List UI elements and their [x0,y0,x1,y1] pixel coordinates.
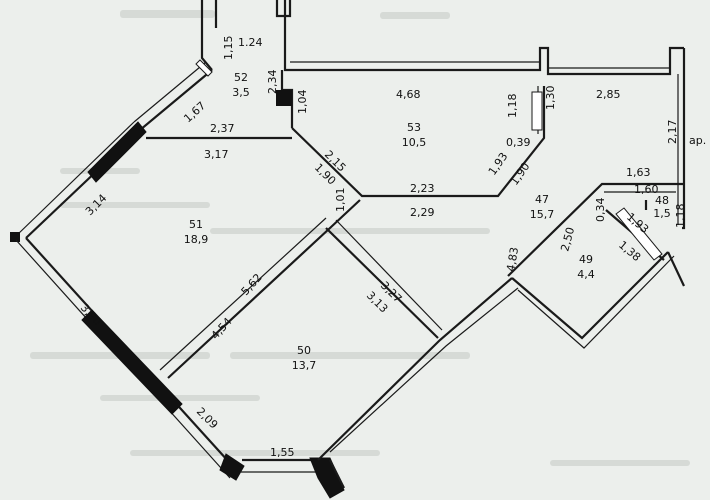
dim-1-18-a: 1,18 [506,94,519,119]
dim-2-29: 2,29 [410,206,435,219]
dim-1-24: 1.24 [238,36,263,49]
dim-1-67: 1,67 [181,99,208,125]
room-52-number: 52 [234,71,248,84]
dim-1-01: 1,01 [334,188,347,213]
dim-1-15: 1,15 [222,36,235,61]
dim-1-63: 1,63 [626,166,651,179]
dim-1-90-b: 1,90 [508,160,533,188]
dim-4-83: 4,83 [504,246,521,272]
dim-2-34: 2,34 [266,70,279,95]
room-53-number: 53 [407,121,421,134]
dim-1-93: 1,93 [486,150,511,178]
room-49-area: 4,4 [577,268,595,281]
dim-2-37: 2,37 [210,122,235,135]
background-ghost-text [30,10,690,466]
dim-3-17: 3,17 [204,148,229,161]
room-50-number: 50 [297,344,311,357]
dim-5-62: 5,62 [239,271,265,298]
dim-0-39: 0,39 [506,136,531,149]
dim-1-55: 1,55 [270,446,295,459]
room-labels: 52 3,5 53 10,5 51 18,9 47 15,7 48 1,5 49… [184,71,671,372]
dim-1-18-b: 1,18 [674,204,687,229]
outer-walls [10,0,686,499]
dim-ap: ap. [689,134,706,147]
room-51-area: 18,9 [184,233,209,246]
dim-0-34: 0,34 [594,198,607,223]
room-48-area: 1,5 [653,207,671,220]
interior-walls [146,70,685,461]
dim-2-17: 2,17 [666,120,679,145]
dim-1-30: 1,30 [544,86,557,111]
dim-4-68: 4,68 [396,88,421,101]
room-53-area: 10,5 [402,136,427,149]
room-52-area: 3,5 [232,86,250,99]
dim-2-23: 2,23 [410,182,435,195]
dim-2-50: 2,50 [558,226,577,253]
dim-1-60: 1,60 [634,183,659,196]
dim-2-85: 2,85 [596,88,621,101]
room-51-number: 51 [189,218,203,231]
room-48-number: 48 [655,194,669,207]
room-50-area: 13,7 [292,359,317,372]
room-47-area: 15,7 [530,208,555,221]
dim-1-04: 1,04 [296,90,309,115]
room-47-number: 47 [535,193,549,206]
room-49-number: 49 [579,253,593,266]
